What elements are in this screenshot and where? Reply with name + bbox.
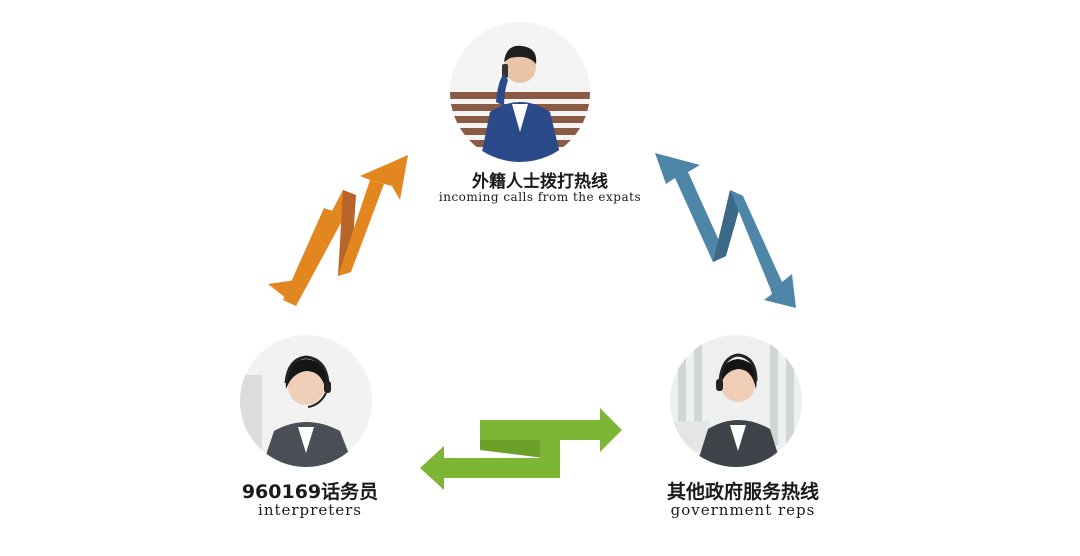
node-interpreters: 960169话务员 interpreters [215, 335, 405, 530]
interpreters-subtitle: interpreters [258, 501, 362, 519]
orange-double-arrow [268, 155, 408, 306]
call-center-agent-icon [670, 335, 802, 467]
operator-with-headset-icon [240, 335, 372, 467]
expat-caller-subtitle: incoming calls from the expats [438, 190, 642, 204]
node-expat-caller: 外籍人士拨打热线 incoming calls from the expats [400, 10, 680, 210]
businessman-on-phone-icon [450, 22, 590, 162]
government-reps-title: 其他政府服务热线 [666, 481, 819, 503]
interpreters-title: 960169话务员 [241, 481, 379, 503]
expat-caller-title: 外籍人士拨打热线 [472, 172, 608, 192]
node-government-reps: 其他政府服务热线 government reps [628, 335, 858, 530]
blue-double-arrow [655, 153, 796, 308]
government-reps-subtitle: government reps [670, 501, 816, 519]
green-double-arrow [420, 408, 622, 490]
